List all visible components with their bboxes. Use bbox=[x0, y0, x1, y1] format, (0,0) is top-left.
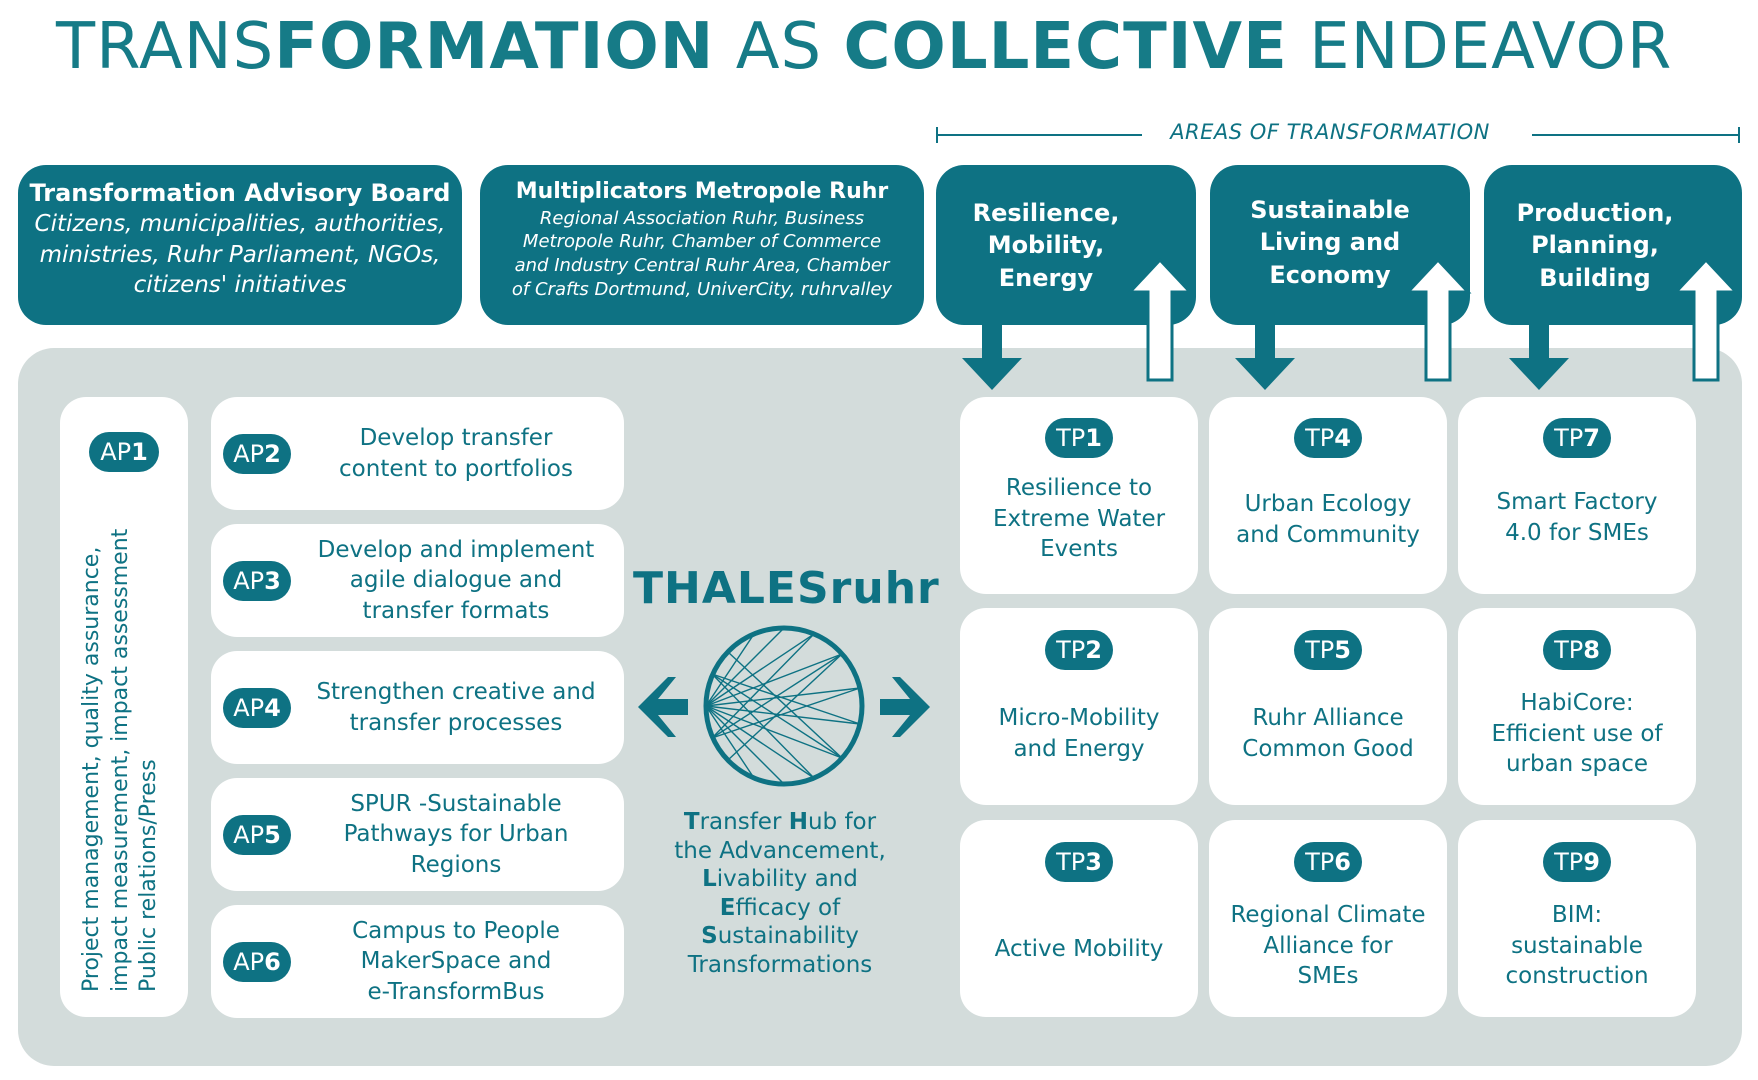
advisory-board-line: ministries, Ruhr Parliament, NGOs, bbox=[39, 241, 441, 268]
arrow-up-icon bbox=[1404, 257, 1472, 382]
multiplicators-line: of Crafts Dortmund, UniverCity, ruhrvall… bbox=[511, 278, 893, 300]
arrow-down-icon bbox=[962, 325, 1022, 390]
ap1-line: impact measurement, impact assessment bbox=[107, 528, 133, 992]
advisory-board-members: Citizens, municipalities, authorities, m… bbox=[18, 209, 462, 300]
page-title: TRANSFORMATION AS COLLECTIVE ENDEAVOR bbox=[56, 10, 1673, 84]
advisory-board-line: Citizens, municipalities, authorities, bbox=[34, 211, 446, 238]
areas-bracket-left-line bbox=[936, 134, 1142, 136]
arrow-down-icon bbox=[1509, 325, 1569, 390]
hub-line: Efficacy of bbox=[719, 894, 841, 921]
hub-line: Transfer Hub for bbox=[683, 809, 877, 835]
hub-line: Livability and bbox=[702, 866, 858, 893]
thalesruhr-logo-text: THALESruhr bbox=[633, 563, 940, 614]
advisory-board-line: citizens' initiatives bbox=[133, 272, 347, 299]
hub-line: Sustainability bbox=[701, 923, 859, 950]
ap1-line: Project management, quality assurance, bbox=[79, 546, 104, 992]
arrow-down-icon bbox=[1235, 325, 1295, 390]
thalesruhr-acronym-explanation: Transfer Hub for the Advancement, Livabi… bbox=[650, 808, 910, 979]
thales-network-icon bbox=[638, 625, 930, 787]
multiplicators-members: Regional Association Ruhr, Business Metr… bbox=[480, 207, 924, 302]
multiplicators-line: and Industry Central Ruhr Area, Chamber bbox=[514, 255, 890, 277]
areas-of-transformation-label: AREAS OF TRANSFORMATION bbox=[1170, 120, 1490, 144]
area-box-label: Production,Planning,Building bbox=[1516, 199, 1674, 292]
advisory-board-box: Transformation Advisory Board Citizens, … bbox=[18, 165, 462, 325]
area-arrows bbox=[962, 257, 1740, 390]
area-box-label: Resilience,Mobility,Energy bbox=[972, 199, 1120, 292]
multiplicators-line: Regional Association Ruhr, Business bbox=[539, 207, 865, 229]
ap1-description: Project management, quality assurance, i… bbox=[78, 529, 164, 992]
area-box-resilience: Resilience,Mobility,Energy bbox=[936, 165, 1196, 325]
multiplicators-line: Metropole Ruhr, Chamber of Commerce bbox=[522, 231, 882, 253]
multiplicators-heading: Multiplicators Metropole Ruhr bbox=[515, 179, 889, 204]
multiplicators-box: Multiplicators Metropole Ruhr Regional A… bbox=[480, 165, 924, 325]
arrow-up-icon bbox=[1672, 257, 1740, 382]
ap1-line: Public relations/Press bbox=[136, 759, 162, 992]
tp3-description: Active Mobility bbox=[994, 936, 1164, 962]
hub-line: Transformations bbox=[687, 951, 873, 978]
areas-bracket-right-line bbox=[1532, 134, 1740, 136]
network-circle-icon bbox=[703, 625, 865, 787]
hub-line: the Advancement, bbox=[674, 837, 886, 864]
arrow-right-icon bbox=[880, 677, 930, 737]
advisory-board-heading: Transformation Advisory Board bbox=[29, 179, 451, 207]
areas-bracket-right-tick bbox=[1738, 127, 1740, 143]
arrow-left-icon bbox=[638, 677, 688, 737]
arrow-up-icon bbox=[1126, 257, 1194, 382]
